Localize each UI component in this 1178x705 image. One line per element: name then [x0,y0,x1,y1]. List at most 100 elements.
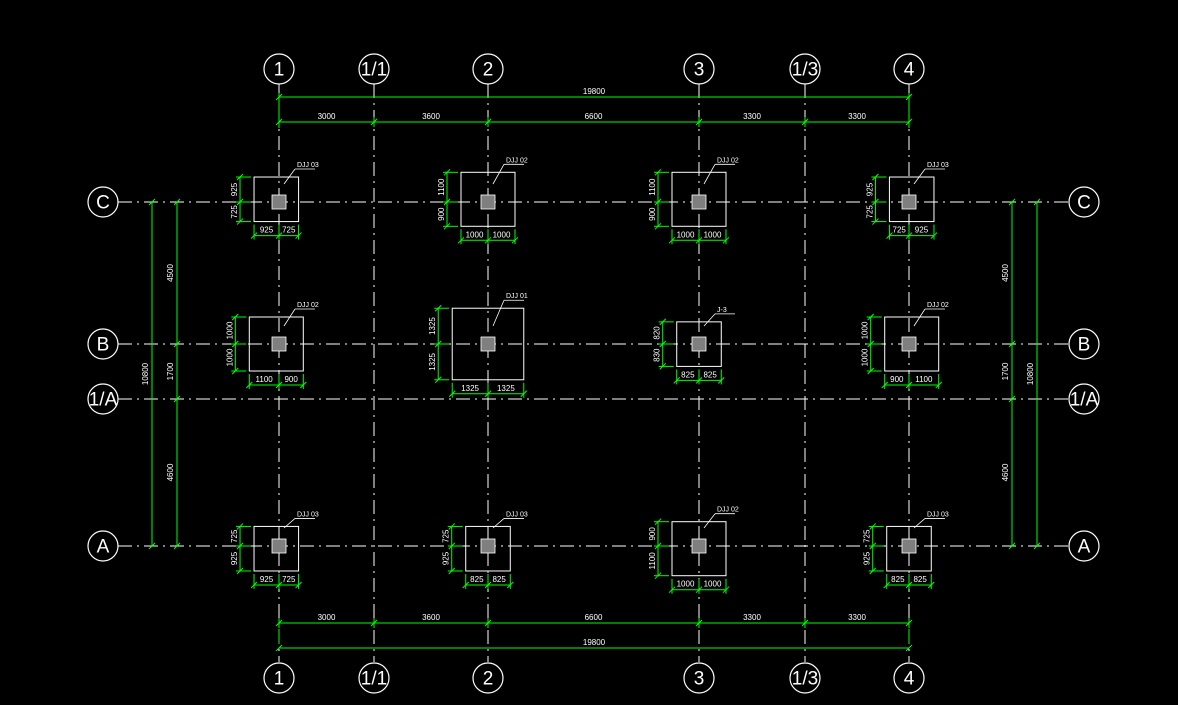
axis-label-top: 1/1 [361,60,387,81]
tag-leader [492,300,505,327]
footing-tag: DJJ 02 [927,302,949,309]
axis-label-bottom: 1/1 [361,669,387,690]
axis-label-top: 4 [904,60,915,81]
footing-dim-right: 1100 [915,375,933,384]
footing-dim-top: 1325 [428,317,437,335]
axis-bubble [789,53,821,85]
dim-bottom-segment-text: 3600 [422,613,440,622]
axis-bubble [263,53,295,85]
footing-dim-right: 725 [282,226,296,235]
axis-bubble [789,662,821,694]
footing-dim-right: 1325 [497,384,515,393]
dim-right-segment-text: 4600 [1001,463,1010,481]
column [480,336,496,352]
column [691,336,707,352]
axis-label-left: 1/A [89,390,118,411]
axis-bubble [1068,328,1100,360]
axis-bubble [87,530,119,562]
footing-outline [671,171,727,227]
dim-top-segment-text: 3000 [318,112,336,121]
column [691,538,707,554]
footing-dim-bottom: 925 [863,551,872,565]
axis-label-bottom: 4 [904,669,915,690]
footing-dim-left: 1000 [677,580,695,589]
footing-outline [465,525,511,572]
footing-dim-left: 1100 [256,375,274,384]
footing-tag: DJJ 02 [717,507,739,514]
footing-dim-top: 1100 [437,178,446,196]
dimension-tick [173,542,181,550]
dim-bottom-segment-text: 3000 [318,613,336,622]
footing-dim-top: 725 [230,529,239,543]
dimension-tick [1008,198,1016,206]
column [271,538,287,554]
axis-bubble [87,383,119,415]
footing-tag: DJJ 03 [506,511,528,518]
footing-tag: DJJ 02 [717,157,739,164]
axis-bubble [893,662,925,694]
footing-dim-bottom: 1325 [428,352,437,370]
column [901,538,917,554]
footing-outline [451,307,525,381]
footing-dim-top: 820 [653,326,662,340]
footing-dim-bottom: 925 [230,551,239,565]
footing-dim-left: 1325 [461,384,479,393]
footing-dim-bottom: 1000 [861,348,870,366]
axis-bubble [472,53,504,85]
footing-dim-left: 825 [470,575,484,584]
footing-outline [253,525,300,572]
footing-tag: DJJ 01 [506,293,528,300]
dimension-tick [148,198,156,206]
axis-label-top: 1 [274,60,285,81]
dimension-tick [1008,395,1016,403]
footing-dim-right: 825 [913,575,927,584]
footing-dim-right: 1000 [704,230,722,239]
dimension-tick [905,644,913,652]
footing-outline [460,171,516,227]
axis-bubble [263,662,295,694]
dim-top-total-text: 19800 [583,87,606,96]
axis-bubble [1068,383,1100,415]
footing-dim-bottom: 725 [230,205,239,219]
dim-left-segment-text: 4500 [166,264,175,282]
dim-left-segment-text: 4600 [166,463,175,481]
column [901,194,917,210]
footing-tag: DJJ 03 [927,162,949,169]
footing-dim-left: 725 [893,226,907,235]
footing-outline [671,521,727,577]
footing-dim-top: 725 [863,529,872,543]
footing-dim-right: 825 [703,370,717,379]
tag-leader [913,308,926,327]
axis-label-top: 3 [694,60,705,81]
footing-dim-bottom: 900 [437,207,446,221]
axis-bubble [683,662,715,694]
column [901,336,917,352]
axis-label-top: 1/3 [792,60,818,81]
footing-dim-right: 825 [492,575,506,584]
tag-leader [913,518,926,529]
footing-dim-left: 1000 [677,230,695,239]
footing-dim-bottom: 830 [653,348,662,362]
axis-bubble [1068,186,1100,218]
footing-dim-right: 1000 [493,230,511,239]
footing-dim-bottom: 725 [865,205,874,219]
footing-outline [888,176,935,223]
footing-dim-left: 900 [890,375,904,384]
column [271,336,287,352]
dim-top-segment-text: 3300 [848,112,866,121]
dim-right-total-text: 10800 [1026,362,1035,385]
footing-dim-top: 1000 [861,321,870,339]
tag-leader [913,168,926,185]
tag-leader [703,513,716,529]
axis-label-left: B [97,335,110,356]
footing-dim-right: 925 [915,226,929,235]
axis-bubble [472,662,504,694]
